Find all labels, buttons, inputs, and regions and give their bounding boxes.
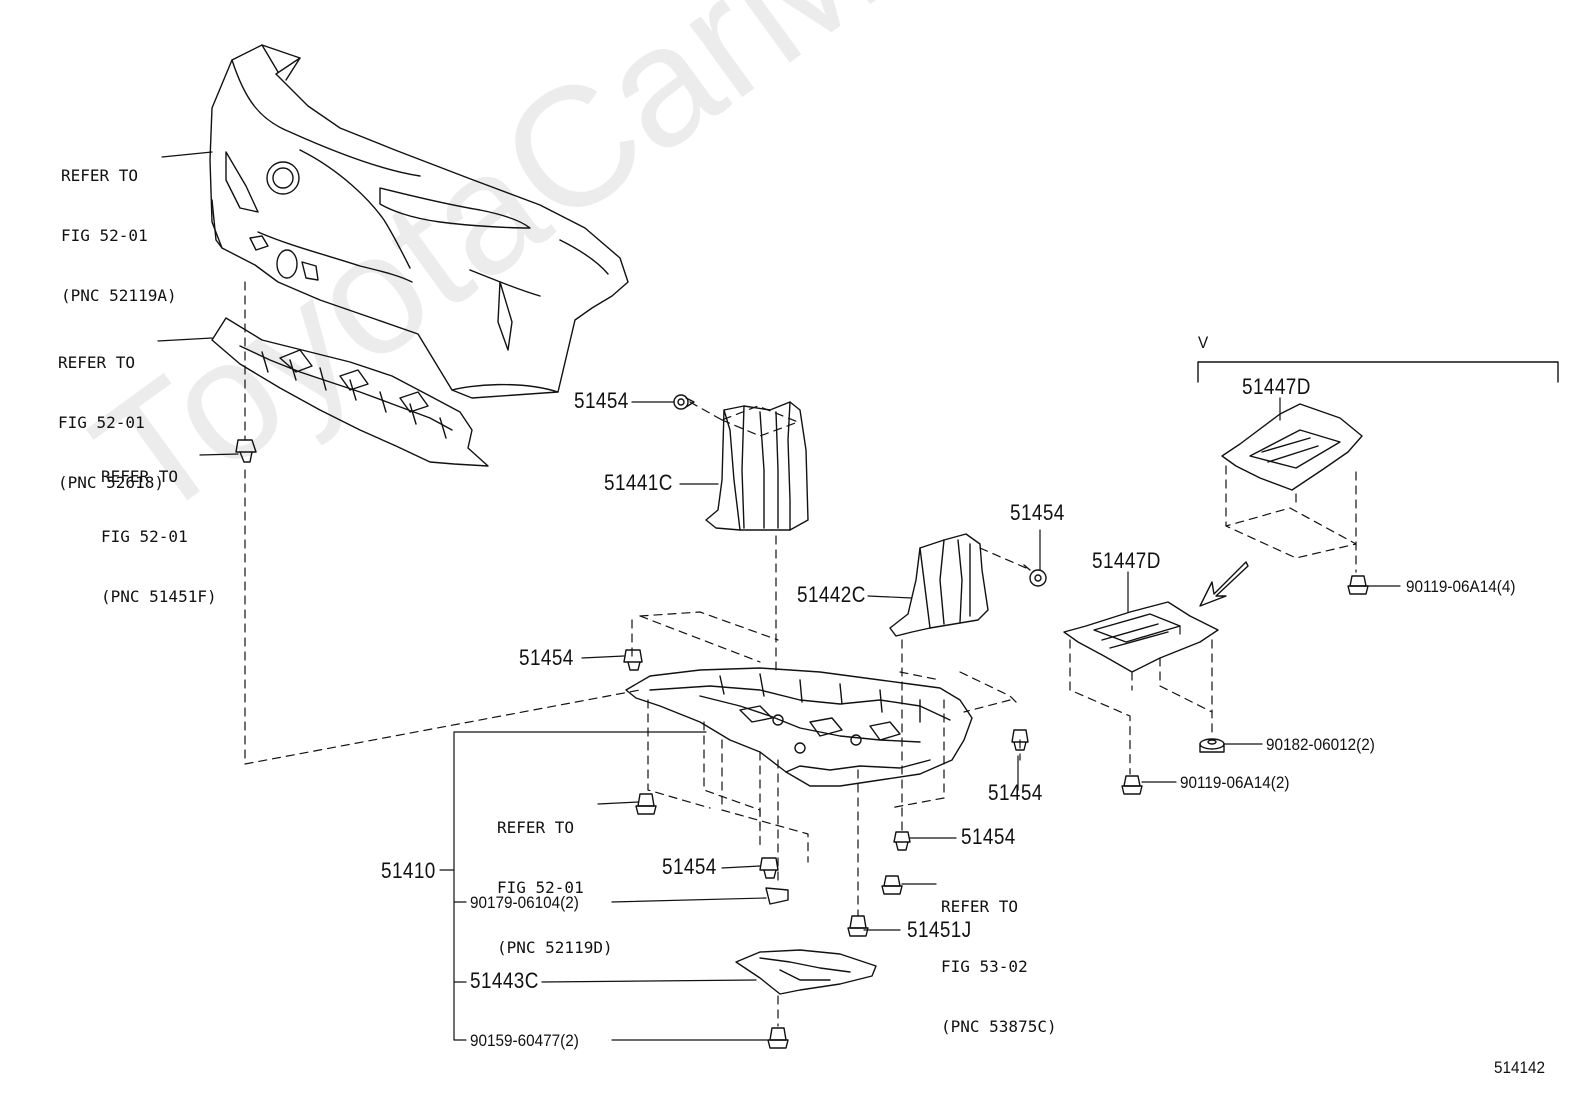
ref-clip: REFER TO FIG 52-01 (PNC 51451F) [101,427,217,627]
bolt-52119d [635,793,657,815]
label-51451j[interactable]: 51451J [907,917,972,942]
cover-51443c [735,949,877,995]
guide-lines-left [244,281,641,765]
label-51441c[interactable]: 51441C [604,470,673,495]
label-90179[interactable]: 90179-06104(2) [470,893,579,912]
clip-51454-left [623,649,643,671]
leader-lines [157,151,1401,1041]
label-51442c[interactable]: 51442C [797,582,866,607]
guide-lines-under-cover [631,611,1021,917]
bolt-90159 [767,1027,789,1049]
label-90182[interactable]: 90182-06012(2) [1266,735,1375,754]
shield-51442c [889,533,989,637]
clip-51451f [235,439,257,463]
clip-51454-lower-right [893,831,911,851]
label-51447d-upper[interactable]: 51447D [1242,374,1311,399]
label-v: V [1198,333,1209,352]
label-51447d-lower[interactable]: 51447D [1092,548,1161,573]
bolt-53875c [881,875,903,895]
label-51454-left[interactable]: 51454 [519,645,574,670]
cover-51447d-lower [1063,601,1219,673]
ref-clip-line-2: FIG 52-01 [101,527,188,546]
arrow-down-left [1199,561,1249,607]
guide-lines-51442c [901,547,1027,831]
cover-51447d-upper [1221,403,1363,491]
ref-bumper-line-2: FIG 52-01 [61,226,148,245]
label-51443c[interactable]: 51443C [470,968,539,993]
clip-51454-mid [759,857,779,879]
label-90119-2[interactable]: 90119-06A14(2) [1180,773,1290,792]
guide-lines-51447d-lower [1069,625,1213,775]
nut-90182 [1199,738,1225,753]
ref-52119d-line-3: (PNC 52119D) [497,938,613,957]
diagram-id: 514142 [1494,1058,1546,1077]
ref-clip-line-1: REFER TO [101,467,179,486]
ref-bumper: REFER TO FIG 52-01 (PNC 52119A) [61,126,177,326]
shield-51441c [705,401,809,531]
label-51454-mid[interactable]: 51454 [662,854,717,879]
ref-clip-line-3: (PNC 51451F) [101,587,217,606]
ref-absorber: REFER TO FIG 52-01 (PNC 52618) [58,313,164,513]
label-51454-lower-right[interactable]: 51454 [961,824,1016,849]
ref-52119d-line-1: REFER TO [497,818,575,837]
label-51454-far-right[interactable]: 51454 [988,780,1043,805]
ref-absorber-line-3: (PNC 52618) [58,473,164,492]
bumper-absorber [211,317,489,467]
label-90159[interactable]: 90159-60477(2) [470,1031,579,1050]
ref-53875c: REFER TO FIG 53-02 (PNC 53875C) [941,857,1057,1057]
ref-53875c-line-1: REFER TO [941,897,1019,916]
ref-52119d: REFER TO FIG 52-01 (PNC 52119D) [497,778,613,978]
guide-lines-51441c [689,401,799,673]
label-90119-4[interactable]: 90119-06A14(4) [1406,577,1516,596]
label-51454-top[interactable]: 51454 [574,388,629,413]
clip-51454-far-right [1011,729,1029,751]
ref-53875c-line-2: FIG 53-02 [941,957,1028,976]
ref-53875c-line-3: (PNC 53875C) [941,1017,1057,1036]
ref-absorber-line-1: REFER TO [58,353,136,372]
ref-52119d-line-2: FIG 52-01 [497,878,584,897]
clip-51454-top [673,394,695,410]
guide-lines-51447d-upper [1225,465,1357,573]
ref-bumper-line-3: (PNC 52119A) [61,286,177,305]
bolt-90119-2 [1121,775,1143,795]
bolt-51451j [847,915,869,937]
label-51410[interactable]: 51410 [381,858,436,883]
bolt-90119-4 [1347,575,1369,595]
clip-51454-right [1023,564,1047,587]
front-bumper-cover [209,44,629,399]
engine-under-cover [625,667,973,787]
bracket-v [1197,361,1559,383]
ref-absorber-line-2: FIG 52-01 [58,413,145,432]
label-51454-right[interactable]: 51454 [1010,500,1065,525]
ref-bumper-line-1: REFER TO [61,166,139,185]
nut-90179 [765,887,789,905]
